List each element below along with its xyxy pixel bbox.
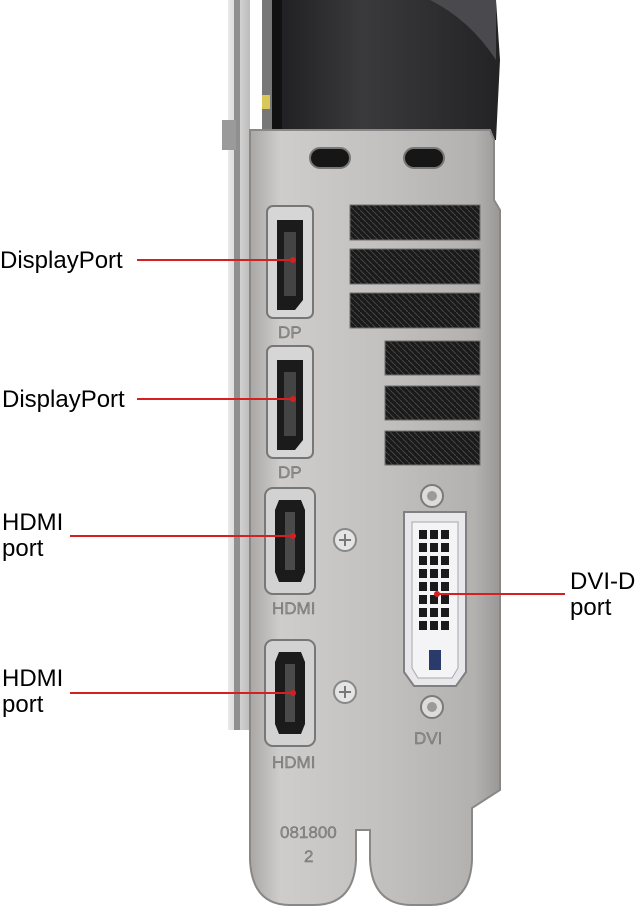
dvi-pin (419, 556, 427, 565)
dvi-pin (430, 608, 438, 617)
callout-hdmi-1-line2: port (2, 535, 44, 562)
dvi-pin (430, 530, 438, 539)
engraving-hdmi-1: HDMI (272, 599, 315, 618)
dvi-pin (419, 582, 427, 591)
dvi-pin (441, 556, 449, 565)
dvi-pin (430, 621, 438, 630)
callout-hdmi-1: HDMI port (2, 510, 63, 562)
dvi-pin (441, 621, 449, 630)
dvi-pin (441, 608, 449, 617)
callout-dvi-d-line1: DVI-D (570, 568, 636, 595)
leader-dot-dvi-d (434, 591, 440, 597)
engraving-hdmi-2: HDMI (272, 753, 315, 772)
dvi-pin (419, 621, 427, 630)
dvi-pin (430, 556, 438, 565)
displayport-connector-2 (266, 345, 314, 459)
dvi-pin (419, 530, 427, 539)
callout-dvi-d: DVI-D port (570, 569, 635, 621)
engraving-dp-2: DP (278, 463, 302, 482)
dvi-pin (419, 543, 427, 552)
dvi-pin (419, 569, 427, 578)
screw-1 (333, 528, 357, 552)
engraving-dvi: DVI (414, 729, 442, 748)
leader-dot-displayport-1 (290, 257, 296, 263)
leader-dots (290, 257, 440, 696)
callout-hdmi-1-line1: HDMI (2, 509, 64, 536)
leader-lines (70, 259, 565, 694)
cooler-shroud (272, 0, 500, 140)
dvi-pin (441, 543, 449, 552)
displayport-connector-1 (266, 205, 314, 319)
dvi-pin (441, 569, 449, 578)
dvi-d-connector (403, 484, 467, 719)
dvi-pin (441, 595, 449, 604)
callout-displayport-1: DisplayPort (0, 247, 123, 274)
callout-dvi-d-line2: port (570, 594, 612, 621)
engraving-revision: 2 (304, 847, 313, 866)
dvi-pin (430, 569, 438, 578)
mount-slot-left (309, 147, 351, 169)
exhaust-vents (349, 204, 481, 466)
callout-hdmi-2-line1: HDMI (2, 665, 64, 692)
leader-dot-hdmi-1 (290, 533, 296, 539)
leader-dot-hdmi-2 (290, 690, 296, 696)
dvi-pin (441, 530, 449, 539)
callout-hdmi-2: HDMI port (2, 666, 63, 718)
dvi-pin (430, 595, 438, 604)
screw-2 (333, 680, 357, 704)
dvi-pin (419, 608, 427, 617)
dvi-pin (419, 595, 427, 604)
callout-displayport-2: DisplayPort (2, 386, 125, 413)
dvi-pin (441, 582, 449, 591)
callout-hdmi-2-line2: port (2, 691, 44, 718)
dvi-pin (430, 582, 438, 591)
engraving-dp-1: DP (278, 323, 302, 342)
leader-dot-displayport-2 (290, 396, 296, 402)
mount-slot-right (403, 147, 445, 169)
engraving-part-number: 081800 (280, 823, 337, 842)
dvi-pin (430, 543, 438, 552)
hdmi-connector-1 (264, 487, 316, 595)
